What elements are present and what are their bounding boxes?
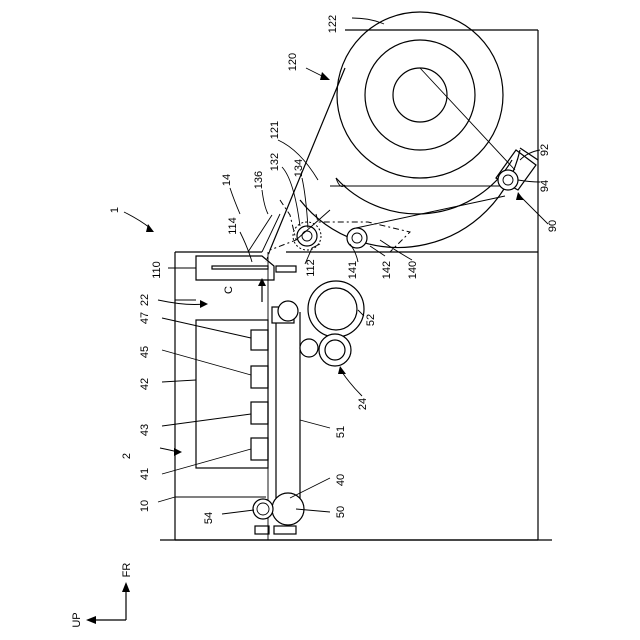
roller-140 — [347, 228, 367, 248]
reference-numerals: 122 120 121 132 134 136 14 1 114 110 112… — [109, 15, 559, 524]
label-136: 136 — [253, 171, 265, 189]
label-43: 43 — [139, 424, 151, 436]
orientation-axes: FR UP — [71, 563, 133, 628]
axis-fr-label: FR — [121, 563, 133, 578]
label-2: 2 — [121, 453, 133, 459]
label-132: 132 — [269, 153, 281, 171]
label-42: 42 — [139, 378, 151, 390]
label-47: 47 — [139, 312, 151, 324]
arrow-c — [258, 278, 266, 302]
label-90: 90 — [547, 220, 559, 232]
label-110: 110 — [151, 261, 163, 279]
label-122: 122 — [327, 15, 339, 33]
label-54: 54 — [203, 512, 215, 524]
label-40: 40 — [335, 474, 347, 486]
label-134: 134 — [293, 159, 305, 177]
roller-pair-24 — [300, 334, 351, 366]
label-142: 142 — [381, 261, 393, 279]
label-94: 94 — [539, 180, 551, 192]
label-C: C — [223, 286, 235, 294]
label-10: 10 — [139, 500, 151, 512]
label-1: 1 — [109, 207, 121, 213]
label-92: 92 — [539, 144, 551, 156]
paper-roll — [300, 12, 520, 247]
label-121: 121 — [269, 121, 281, 139]
leader-lines — [124, 18, 548, 514]
label-24: 24 — [357, 398, 369, 410]
label-120: 120 — [287, 53, 299, 71]
label-114: 114 — [227, 217, 239, 235]
label-140: 140 — [407, 261, 419, 279]
label-45: 45 — [139, 346, 151, 358]
dash-dot-paths — [266, 200, 410, 262]
label-51: 51 — [335, 426, 347, 438]
roll-housing — [270, 30, 538, 252]
label-52: 52 — [365, 314, 377, 326]
label-14: 14 — [221, 174, 233, 186]
label-50: 50 — [335, 506, 347, 518]
label-41: 41 — [139, 468, 151, 480]
label-141: 141 — [347, 261, 359, 279]
conveyor-belt — [253, 301, 304, 534]
label-22: 22 — [139, 294, 151, 306]
print-head-unit — [196, 320, 268, 468]
label-112: 112 — [305, 259, 317, 277]
axis-up-label: UP — [71, 612, 83, 627]
roller-52 — [308, 281, 364, 337]
